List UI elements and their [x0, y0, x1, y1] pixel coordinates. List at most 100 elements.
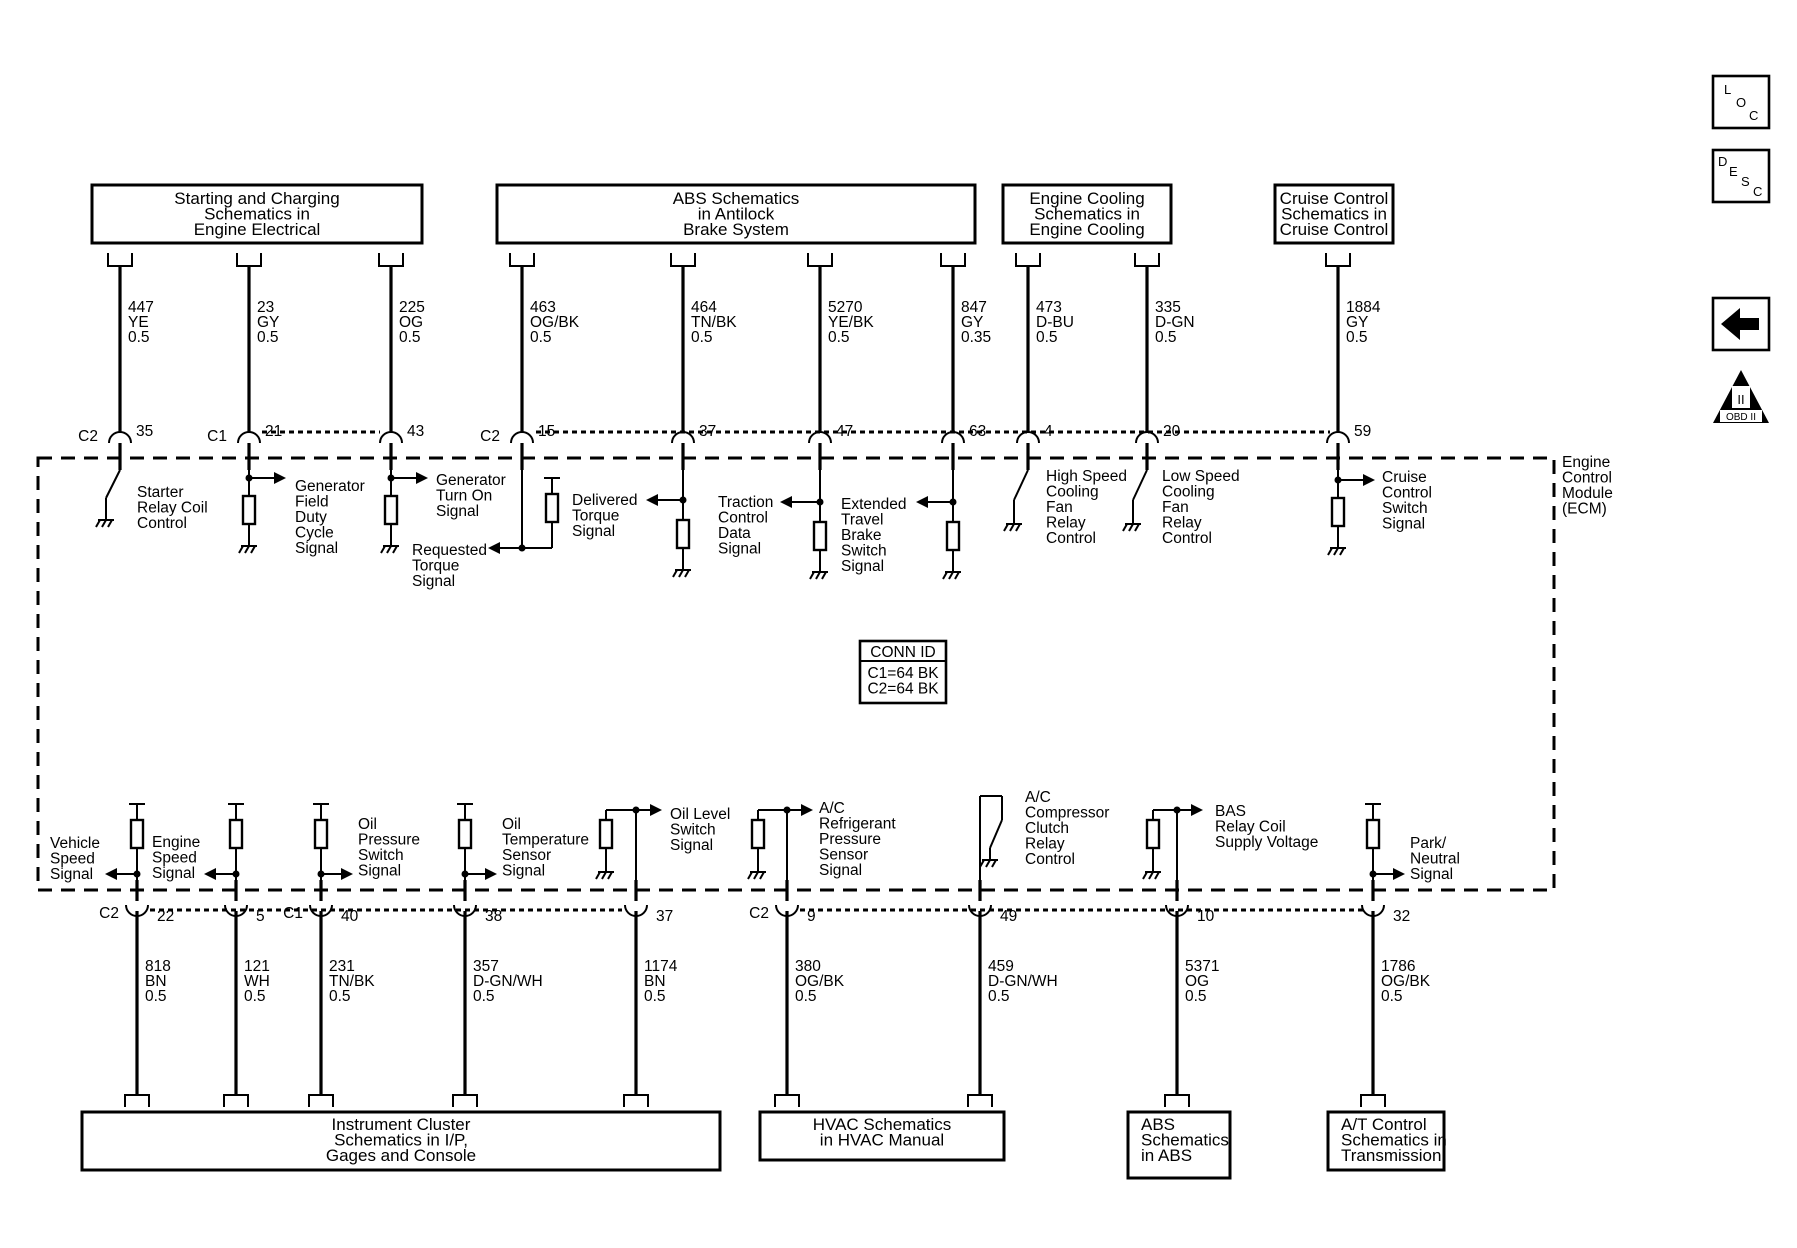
top-signal-2-line-2: Signal: [436, 503, 479, 520]
ac-clutch-ground-icon: [979, 859, 998, 868]
top-signal-7-line-1: Cooling: [1046, 484, 1099, 501]
ac-press-resistor-icon: [750, 818, 766, 850]
back-arrow-icon[interactable]: [1711, 296, 1771, 352]
ecm-label-line-0: Engine: [1562, 454, 1610, 471]
top-signal-7-line-3: Relay: [1046, 515, 1086, 532]
bas-resistor-icon: [1145, 818, 1161, 850]
bottom-signal-3-line-0: Oil: [502, 816, 521, 833]
circuit-number: 464: [691, 299, 717, 316]
bottom-signal-8-line-1: Neutral: [1410, 851, 1460, 868]
conn-id-line-line-1: C2=64 BK: [867, 681, 939, 698]
circuit-number: 23: [257, 299, 274, 316]
circuit-number: 459: [988, 958, 1014, 975]
pin-number: 63: [969, 423, 986, 440]
top-signal-7-line-2: Fan: [1046, 499, 1073, 516]
top-wire-0-connector-pin: [108, 431, 132, 444]
bottom-signal-7-line-1: Relay Coil: [1215, 819, 1286, 836]
oil-level-arrow-icon: [636, 804, 662, 816]
circuit-number: 447: [128, 299, 154, 316]
bottom-signal-8-line-0: Park/: [1410, 835, 1447, 852]
desc-letter-0: D: [1718, 154, 1727, 169]
pin-number: 47: [836, 423, 853, 440]
pn-resistor-icon: [1365, 818, 1381, 850]
bottom-module-label-1-line-1: in HVAC Manual: [820, 1131, 944, 1150]
pn-arrow-icon: [1373, 868, 1405, 880]
top-signal-8-line-1: Cooling: [1162, 484, 1215, 501]
bottom-signal-3-line-2: Sensor: [502, 847, 551, 864]
wire-color: WH: [244, 973, 270, 990]
ext-brake-ground-icon: [942, 571, 961, 580]
top-signal-7-line-4: Control: [1046, 530, 1096, 547]
top-signal-1-line-1: Field: [295, 494, 329, 511]
desc-letter-1: E: [1729, 164, 1738, 179]
top-wire-8-terminal: [1134, 253, 1160, 267]
desc-letter-3: C: [1753, 184, 1762, 199]
bottom-signal-6-line-1: Compressor: [1025, 805, 1109, 822]
bottom-module-frame: [80, 1110, 722, 1172]
terminal: [1164, 1094, 1190, 1107]
wire-color: YE/BK: [828, 314, 874, 331]
wire-size: 0.5: [128, 329, 150, 346]
top-signal-1-line-2: Duty: [295, 509, 327, 526]
cruise-ground-icon: [1327, 547, 1346, 556]
circuit-number: 5371: [1185, 958, 1219, 975]
bottom-signal-1-line-2: Signal: [152, 865, 195, 882]
wire-size: 0.5: [244, 988, 266, 1005]
ls-fan-switch-icon: [1132, 469, 1148, 501]
ac-press-ground-icon: [747, 871, 766, 880]
top-module-label-3-line-2: Cruise Control: [1280, 220, 1389, 239]
bottom-signal-4-line-2: Signal: [670, 837, 713, 854]
top-module-label-2-line-0: Engine Cooling: [1029, 189, 1144, 208]
top-signal-8-line-3: Relay: [1162, 515, 1202, 532]
del-torque-resistor-icon: [675, 518, 691, 550]
connector-id: C1: [207, 428, 227, 445]
bottom-module-label-0-line-2: Gages and Console: [326, 1146, 476, 1165]
bottom-signal-2-line-1: Pressure: [358, 832, 420, 849]
circuit-number: 847: [961, 299, 987, 316]
wire-color: OG/BK: [1381, 973, 1431, 990]
obd-window: [1732, 386, 1750, 408]
bottom-signal-0-line-0: Vehicle: [50, 835, 100, 852]
top-signal-5-line-3: Signal: [718, 541, 761, 558]
top-wire-3-connector-pin: [510, 431, 534, 444]
top-module-frame: [495, 183, 977, 245]
loc-icon[interactable]: LOC: [1711, 74, 1771, 130]
top-signal-2-line-0: Generator: [436, 472, 506, 489]
top-module-label-3-line-0: Cruise Control: [1280, 189, 1389, 208]
loc-icon-frame: [1711, 74, 1771, 130]
top-signal-9-line-2: Switch: [1382, 500, 1428, 517]
top-signal-9-line-1: Control: [1382, 485, 1432, 502]
connector-id: C2: [749, 905, 769, 922]
ext-brake-arrow-icon: [916, 496, 953, 508]
